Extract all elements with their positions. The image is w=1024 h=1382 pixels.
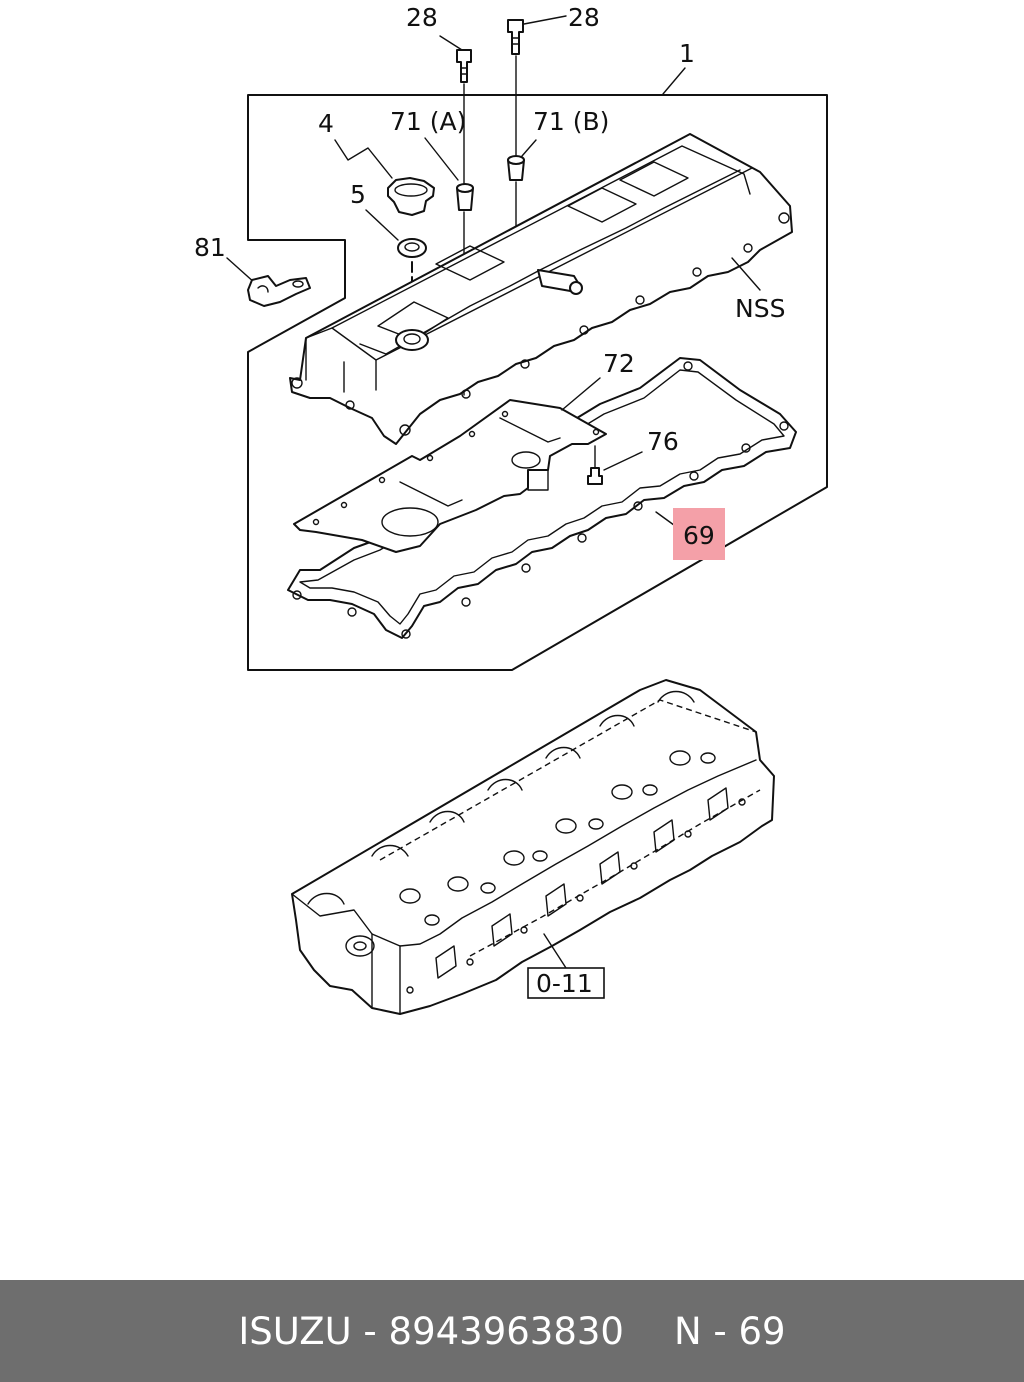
leader-71b bbox=[521, 139, 537, 157]
footer-brand: ISUZU bbox=[238, 1309, 352, 1353]
footer-bar: ISUZU - 8943963830 N - 69 bbox=[0, 1280, 1024, 1382]
valve-cover[interactable] bbox=[289, 133, 793, 445]
grommet-71b[interactable] bbox=[507, 155, 525, 181]
leader-72 bbox=[561, 377, 601, 411]
cylinder-head[interactable] bbox=[291, 679, 775, 1015]
clip-bracket[interactable] bbox=[247, 275, 311, 307]
oil-filler-cap[interactable] bbox=[387, 177, 435, 216]
leader-0-11 bbox=[543, 933, 567, 969]
footer-part-number: 8943963830 bbox=[388, 1309, 624, 1353]
callout-0-11[interactable]: 0-11 bbox=[536, 969, 593, 998]
callout-72[interactable]: 72 bbox=[603, 349, 635, 378]
callout-81[interactable]: 81 bbox=[194, 233, 226, 262]
grommet-71a[interactable] bbox=[456, 183, 474, 211]
callout-71b[interactable]: 71 (B) bbox=[533, 107, 609, 136]
leader-71a bbox=[424, 137, 459, 181]
leader-1 bbox=[662, 67, 686, 95]
callout-nss[interactable]: NSS bbox=[735, 294, 785, 323]
leader-nss bbox=[731, 257, 761, 291]
callout-76[interactable]: 76 bbox=[647, 427, 679, 456]
leader-76 bbox=[603, 451, 643, 471]
leader-4 bbox=[334, 139, 393, 179]
ref-box-0-11 bbox=[527, 967, 605, 999]
bolt-76[interactable] bbox=[587, 445, 603, 485]
bolt-28-right[interactable] bbox=[507, 15, 567, 55]
callout-71a[interactable]: 71 (A) bbox=[390, 107, 466, 136]
callout-28-left[interactable]: 28 bbox=[406, 3, 438, 32]
callout-4[interactable]: 4 bbox=[318, 109, 334, 138]
baffle-plate[interactable] bbox=[293, 399, 607, 553]
assembly-boundary bbox=[247, 94, 828, 671]
seal-ring[interactable] bbox=[397, 238, 427, 258]
bolt-28-left[interactable] bbox=[439, 35, 472, 83]
footer-ref: N - 69 bbox=[673, 1309, 786, 1353]
callout-28-right[interactable]: 28 bbox=[568, 3, 600, 32]
callout-1[interactable]: 1 bbox=[679, 39, 695, 68]
leader-5 bbox=[365, 209, 399, 241]
highlight-69 bbox=[673, 508, 725, 560]
footer-separator: - bbox=[363, 1309, 377, 1353]
callout-5[interactable]: 5 bbox=[350, 180, 366, 209]
callout-69[interactable]: 69 bbox=[683, 521, 715, 550]
parts-diagram: 1 28 28 4 5 71 (A) 71 (B) bbox=[194, 3, 828, 1015]
